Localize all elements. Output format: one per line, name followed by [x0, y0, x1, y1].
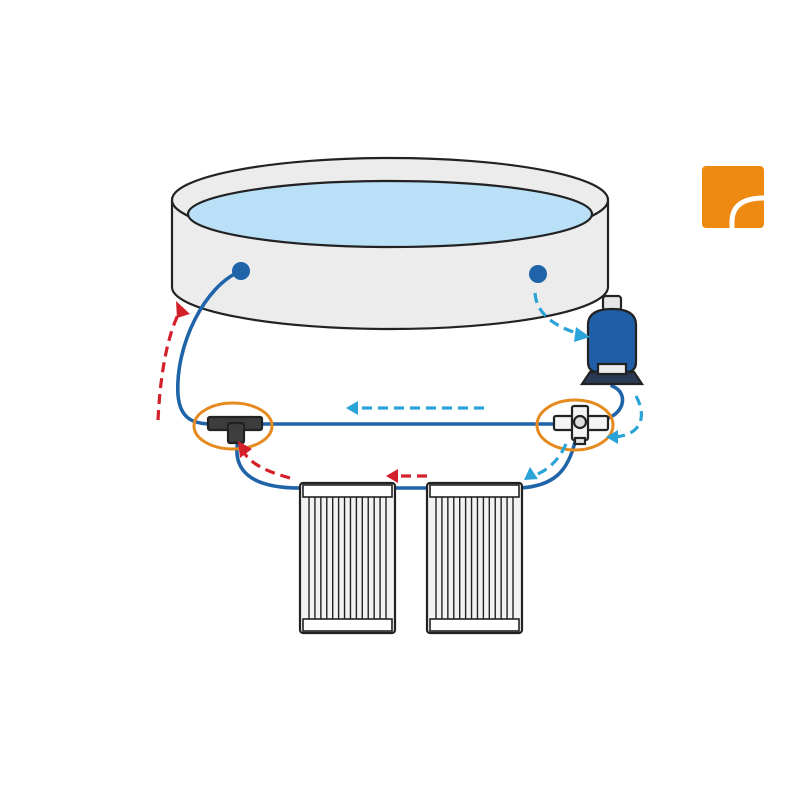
hot-flow-arrow-to-tee [241, 450, 291, 480]
pool-suction-port [529, 265, 547, 283]
valve-highlight-ring [535, 398, 615, 452]
above-ground-pool-icon [170, 156, 610, 331]
cold-flow-arrow-valve-to-panel [529, 443, 568, 479]
tee-connector-icon [206, 415, 264, 445]
solar-panels [298, 481, 524, 635]
solar-collector-panel-icon [425, 481, 524, 635]
highlight-rings [192, 398, 615, 452]
cold-flow-arrow-filter-to-valve [612, 395, 643, 439]
sand-filter-pump-icon [579, 294, 645, 386]
tee-highlight-ring [192, 401, 274, 451]
brand-logo-icon [702, 166, 765, 228]
three-way-valve-icon [552, 404, 610, 446]
flow-arrowheads [176, 301, 618, 483]
solar-collector-panel-icon [298, 481, 397, 635]
cold-flow-arrow-to-filter [533, 292, 581, 336]
